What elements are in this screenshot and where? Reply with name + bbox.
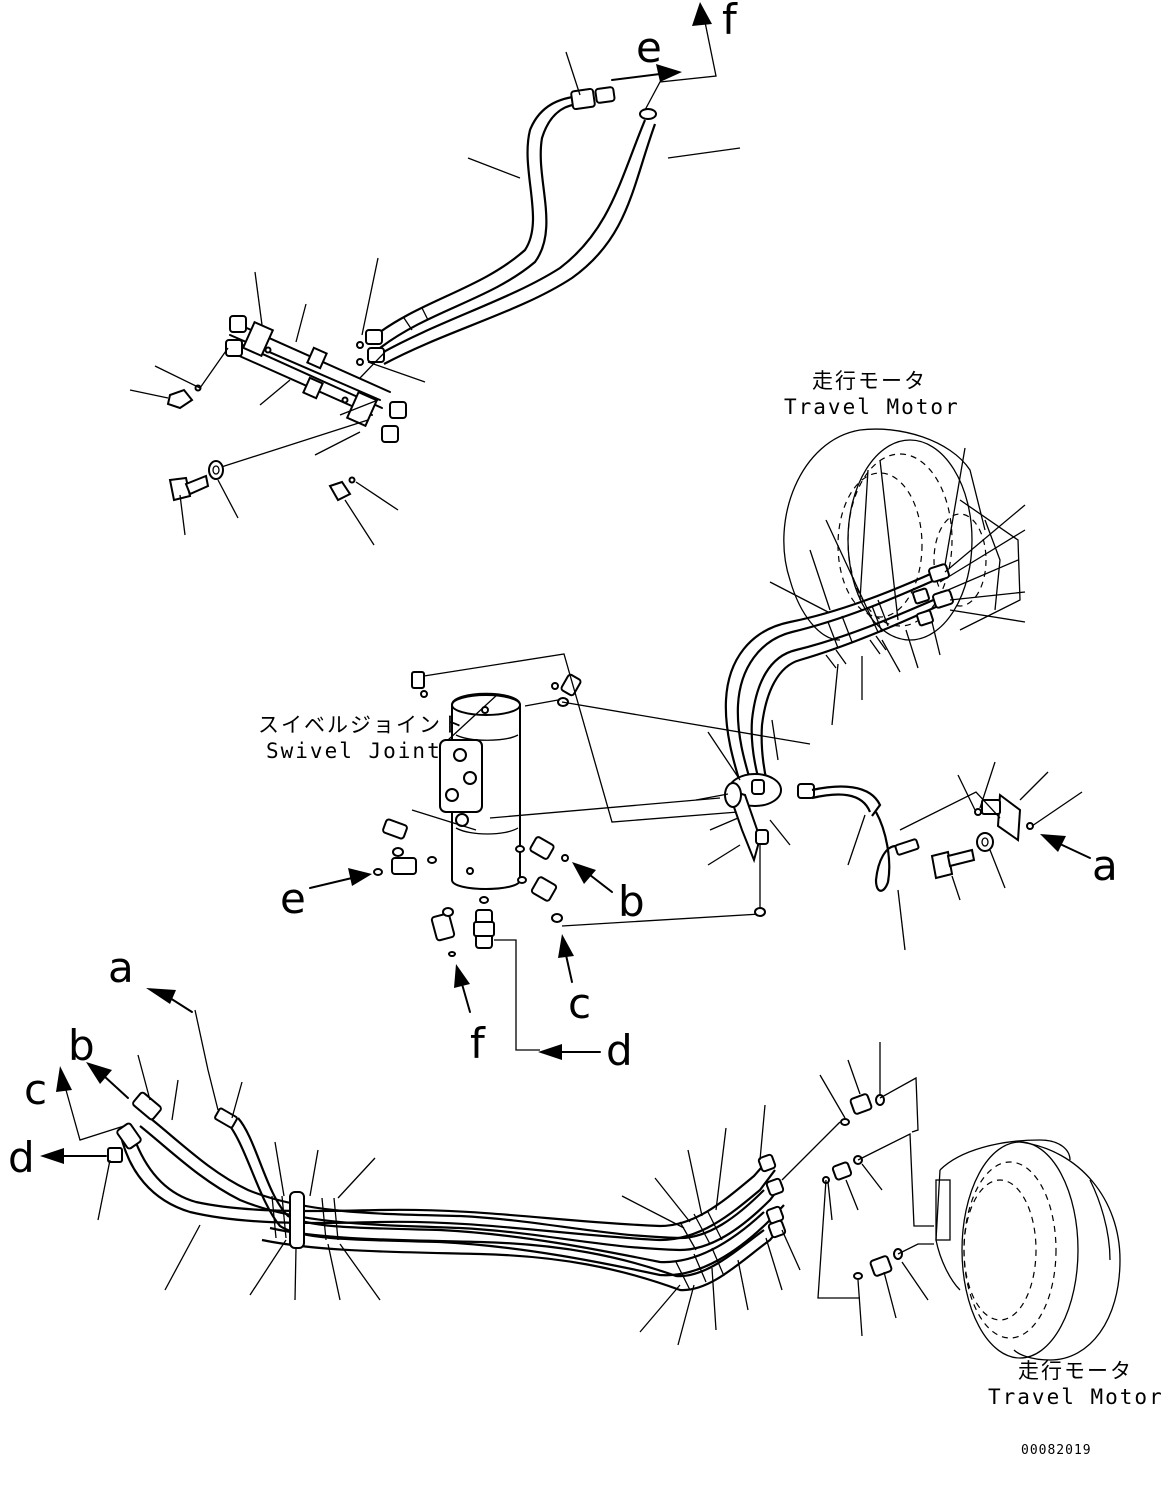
- travel-motor-lower-en: Travel Motor: [988, 1385, 1163, 1409]
- letter-e-swivel: e: [280, 874, 306, 923]
- swivel-joint: [373, 653, 811, 1051]
- letter-f-swivel: f: [470, 1019, 486, 1068]
- letter-a-left: a: [108, 943, 134, 992]
- arrow-e-top: e: [611, 23, 682, 82]
- arrow-f-swivel: f: [454, 964, 486, 1068]
- bracket-assembly: [899, 761, 1083, 901]
- arrow-c-swivel: c: [558, 934, 591, 1028]
- letter-d-swivel: d: [606, 1026, 633, 1075]
- travel-motor-lower: [935, 1139, 1121, 1361]
- bolt-top: [168, 474, 210, 502]
- arrow-d-swivel: d: [538, 1026, 633, 1075]
- arrow-b-left: b: [68, 1021, 129, 1099]
- travel-motor-upper-label: 走行モータ Travel Motor: [784, 369, 960, 419]
- letter-d-left: d: [8, 1133, 35, 1182]
- swivel-joint-en: Swivel Joint: [266, 739, 442, 763]
- swivel-joint-jp: スイベルジョイント: [258, 713, 465, 737]
- letter-c-left: c: [24, 1065, 47, 1114]
- arrow-e-swivel: e: [280, 868, 372, 923]
- lower-motor-fittings: [781, 1042, 934, 1337]
- travel-motor-upper-jp: 走行モータ: [812, 369, 927, 393]
- travel-motor-upper-en: Travel Motor: [784, 395, 960, 419]
- arrow-b-swivel: b: [572, 862, 645, 926]
- travel-motor-upper: [783, 428, 1021, 641]
- arrow-d-left: d: [8, 1133, 107, 1182]
- upper-hose-assembly: [129, 51, 741, 546]
- arrow-a-left: a: [108, 943, 219, 1111]
- swivel-joint-label: スイベルジョイント Swivel Joint: [258, 713, 465, 763]
- letter-a-right: a: [1092, 841, 1118, 890]
- upper-right-hoses: [695, 447, 1026, 951]
- letter-e-top: e: [636, 23, 662, 72]
- letter-b-left: b: [68, 1021, 95, 1070]
- lower-hose-assembly: [97, 1054, 801, 1346]
- letter-c-swivel: c: [568, 979, 591, 1028]
- travel-motor-lower-jp: 走行モータ: [1018, 1359, 1133, 1383]
- letter-b-swivel: b: [618, 877, 645, 926]
- document-number: 00082019: [1021, 1443, 1092, 1458]
- travel-motor-lower-label: 走行モータ Travel Motor: [988, 1359, 1163, 1409]
- arrow-a-right: a: [1040, 834, 1118, 890]
- arrow-f-top: f: [644, 0, 738, 111]
- letter-f-top: f: [722, 0, 738, 44]
- arrow-c-left: c: [24, 1065, 125, 1141]
